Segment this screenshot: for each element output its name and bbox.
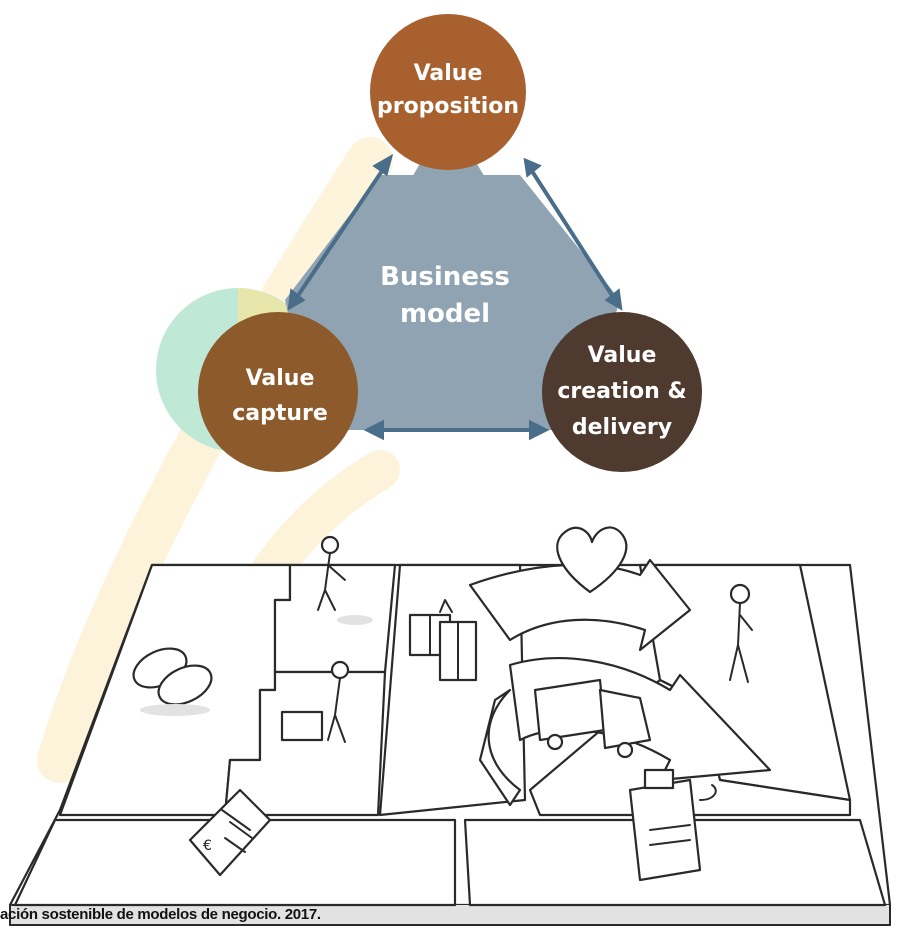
chain-links-icon [132,647,213,716]
flow-arrow-top [468,558,692,652]
invoice-euro-symbol: € [203,838,212,854]
person-figure-right [729,583,753,683]
gift-boxes-icon [408,599,478,682]
node-value-creation-line3: delivery [572,415,672,440]
business-model-canvas-sketch: € [8,526,892,926]
delivery-truck-icon [533,678,652,759]
center-label-line2: model [400,299,490,329]
person-figure-middle [280,660,350,743]
figure-caption: ación sostenible de modelos de negocio. … [0,906,321,923]
cycle-arrows [287,153,623,441]
key-activities-block [273,563,397,674]
node-value-proposition-line2: proposition [377,94,519,119]
cash-register-icon [628,768,717,882]
node-value-creation-line1: Value [588,343,657,368]
center-label-line1: Business [380,262,510,292]
node-value-proposition: Value proposition [370,14,526,170]
node-value-creation-line2: creation & [557,379,686,404]
node-value-capture-line1: Value [246,366,315,391]
business-model-triangle-body [285,175,620,430]
heart-icon [556,526,628,594]
node-value-proposition-line1: Value [414,61,483,86]
invoice-euro-icon: € [188,788,272,877]
person-figure-top [317,535,373,625]
node-value-capture-line2: capture [232,401,328,426]
flow-arrow-left [478,688,522,807]
node-value-creation-delivery: Value creation & delivery [542,312,702,472]
key-resources-block [223,670,387,817]
node-value-capture: Value capture [198,312,358,472]
